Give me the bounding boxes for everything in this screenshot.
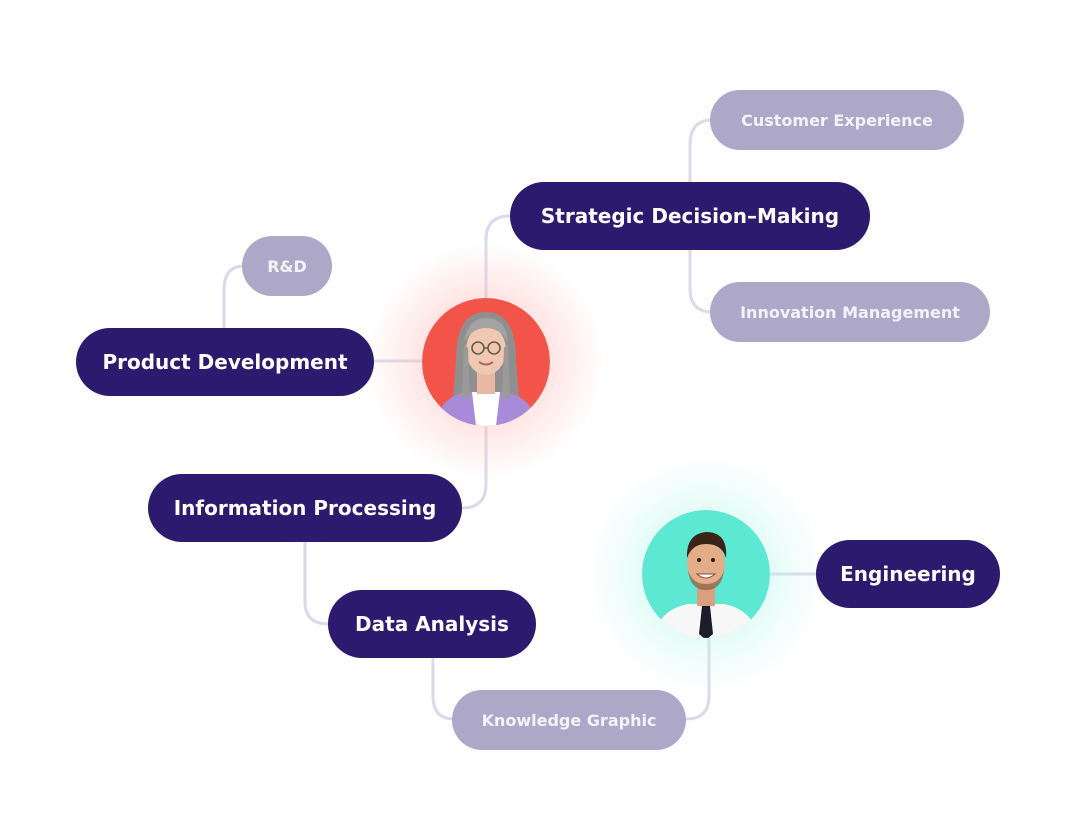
connector-knowledge-man xyxy=(684,634,711,721)
woman-portrait-icon[interactable] xyxy=(422,298,550,426)
node-customer-experience[interactable]: Customer Experience xyxy=(710,90,964,150)
node-rd-label: R&D xyxy=(267,256,307,276)
node-info-label: Information Processing xyxy=(173,496,437,520)
node-engineering-label: Engineering xyxy=(840,562,976,586)
connector-strategic-innovation xyxy=(688,248,714,314)
node-innovation-management[interactable]: Innovation Management xyxy=(710,282,990,342)
node-customer-label: Customer Experience xyxy=(741,110,933,130)
connector-data-knowledge xyxy=(431,655,456,721)
node-innovation-label: Innovation Management xyxy=(740,302,960,322)
node-strategic-decision-making[interactable]: Strategic Decision–Making xyxy=(510,182,870,250)
node-data-analysis[interactable]: Data Analysis xyxy=(328,590,536,658)
connector-info-data xyxy=(303,540,330,626)
node-product-label: Product Development xyxy=(102,350,348,374)
node-rd[interactable]: R&D xyxy=(242,236,332,296)
node-knowledge-label: Knowledge Graphic xyxy=(481,710,657,730)
node-information-processing[interactable]: Information Processing xyxy=(148,474,462,542)
man-portrait-svg xyxy=(642,510,770,638)
woman-portrait-svg xyxy=(422,298,550,426)
node-engineering[interactable]: Engineering xyxy=(816,540,1000,608)
node-knowledge-graphic[interactable]: Knowledge Graphic xyxy=(452,690,686,750)
man-portrait-icon[interactable] xyxy=(642,510,770,638)
node-data-label: Data Analysis xyxy=(355,612,509,636)
connector-product-rd xyxy=(222,264,246,330)
node-strategic-label: Strategic Decision–Making xyxy=(540,204,840,228)
connector-woman-info xyxy=(460,422,488,510)
connector-strategic-customer xyxy=(688,118,714,185)
connector-woman-strategic xyxy=(484,214,512,300)
node-product-development[interactable]: Product Development xyxy=(76,328,374,396)
